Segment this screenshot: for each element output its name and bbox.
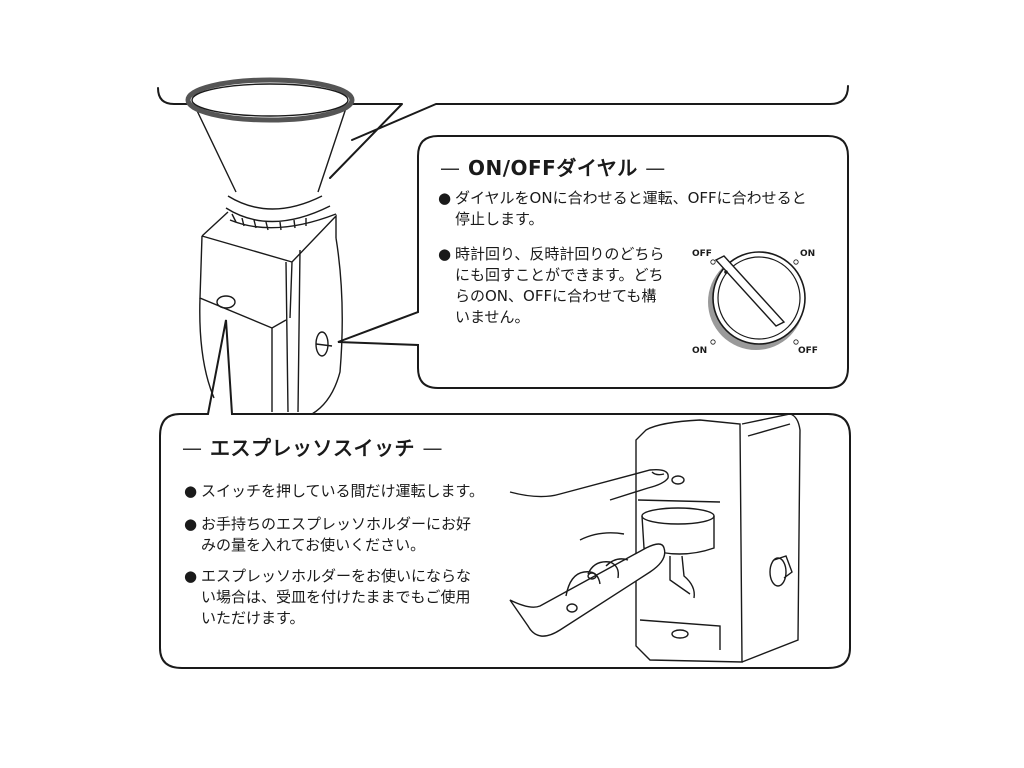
title-text: ON/OFFダイヤル: [467, 156, 638, 180]
title-dash-left: —: [182, 436, 203, 460]
dial-label-bottom-right: OFF: [798, 346, 818, 356]
title-dash-left: —: [440, 156, 461, 180]
title-text: エスプレッソスイッチ: [209, 436, 415, 460]
onoff-dial-title: — ON/OFFダイヤル —: [440, 152, 666, 181]
bullet-marker-icon: ●: [184, 515, 198, 533]
title-dash-right: —: [645, 156, 666, 180]
espresso-switch-title: — エスプレッソスイッチ —: [182, 432, 443, 461]
dial-label-top-right: ON: [800, 249, 816, 259]
espresso-callout-frame: [159, 319, 851, 669]
top-callout-frame: [157, 85, 849, 179]
espresso-bullet-2: ● お手持ちのエスプレッソホルダーにお好 みの量を入れてお使いください。: [184, 515, 472, 554]
bullet-marker-icon: ●: [184, 567, 198, 585]
espresso-scene-drawing: [509, 413, 801, 663]
onoff-bullet-2: ● 時計回り、反時計回りのどちら にも回すことができます。どち らのON、OFF…: [438, 245, 665, 326]
grinder-drawing: [185, 77, 355, 415]
dial-label-top-left: OFF: [692, 249, 712, 259]
espresso-bullet-3: ● エスプレッソホルダーをお使いにならな い場合は、受皿を付けたままでもご使用 …: [184, 567, 472, 627]
onoff-bullet-1: ● ダイヤルをONに合わせると運転、OFFに合わせると 停止します。: [438, 189, 807, 228]
espresso-bullet-1: ● スイッチを押している間だけ運転します。: [184, 482, 485, 500]
bullet-marker-icon: ●: [184, 482, 198, 500]
dial-drawing: [708, 251, 806, 350]
bullet-marker-icon: ●: [438, 245, 452, 263]
title-dash-right: —: [422, 436, 443, 460]
dial-label-bottom-left: ON: [692, 346, 708, 356]
bullet-marker-icon: ●: [438, 189, 452, 207]
